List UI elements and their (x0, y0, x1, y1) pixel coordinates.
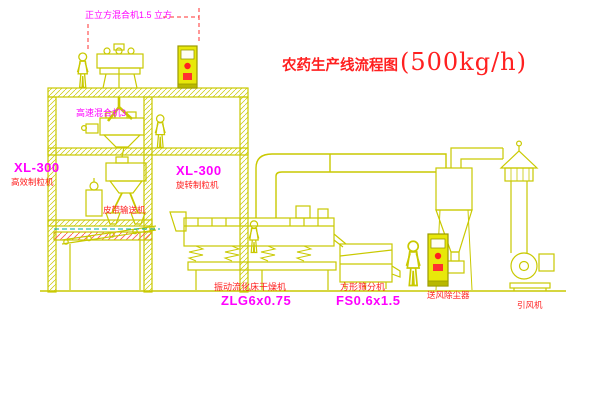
control-cabinet-right (427, 233, 449, 287)
label-granulator-left-name: 高效制粒机 (11, 177, 54, 187)
leader-lines (87, 8, 200, 52)
building-frame (40, 87, 566, 293)
label-sieve-name: 方形筛分机 (340, 282, 386, 292)
person-figure (405, 240, 421, 287)
label-dryer-model: ZLG6x0.75 (221, 293, 292, 308)
label-induced-fan: 引风机 (517, 300, 543, 310)
label-belt-conveyor: 皮带输送机 (103, 205, 146, 215)
label-granulator-left-model: XL-300 (14, 160, 60, 175)
label-high-speed-mixer: 高速混合机3 (76, 108, 127, 118)
label-dust-collector: 送风除尘器 (427, 290, 470, 300)
label-cube-mixer: 正立方混合机1.5 立方 (85, 10, 173, 20)
label-sieve-model: FS0.6x1.5 (336, 293, 401, 308)
vent-stack (499, 140, 539, 253)
belt-conveyor (61, 225, 157, 290)
label-granulator-mid-model: XL-300 (176, 163, 222, 178)
person-figure (76, 52, 89, 89)
exhaust-duct (255, 153, 447, 218)
square-sieve (339, 243, 401, 289)
person-figure (154, 114, 166, 149)
control-cabinet-top (177, 45, 198, 89)
cube-mixer (96, 43, 144, 89)
title-capacity: (500kg/h) (400, 48, 527, 76)
label-dryer-name: 振动流化床干燥机 (214, 282, 287, 292)
y-duct (106, 97, 133, 122)
left-vessel (85, 178, 103, 217)
fluid-bed-dryer (169, 205, 347, 290)
label-granulator-mid-name: 旋转制粒机 (176, 180, 219, 190)
high-speed-mixer (80, 111, 145, 158)
rotary-granulator (105, 156, 147, 225)
induced-draft-fan (509, 252, 555, 291)
diagram-title: 农药生产线流程图 (500kg/h) (282, 48, 527, 76)
title-text: 农药生产线流程图 (282, 58, 398, 74)
